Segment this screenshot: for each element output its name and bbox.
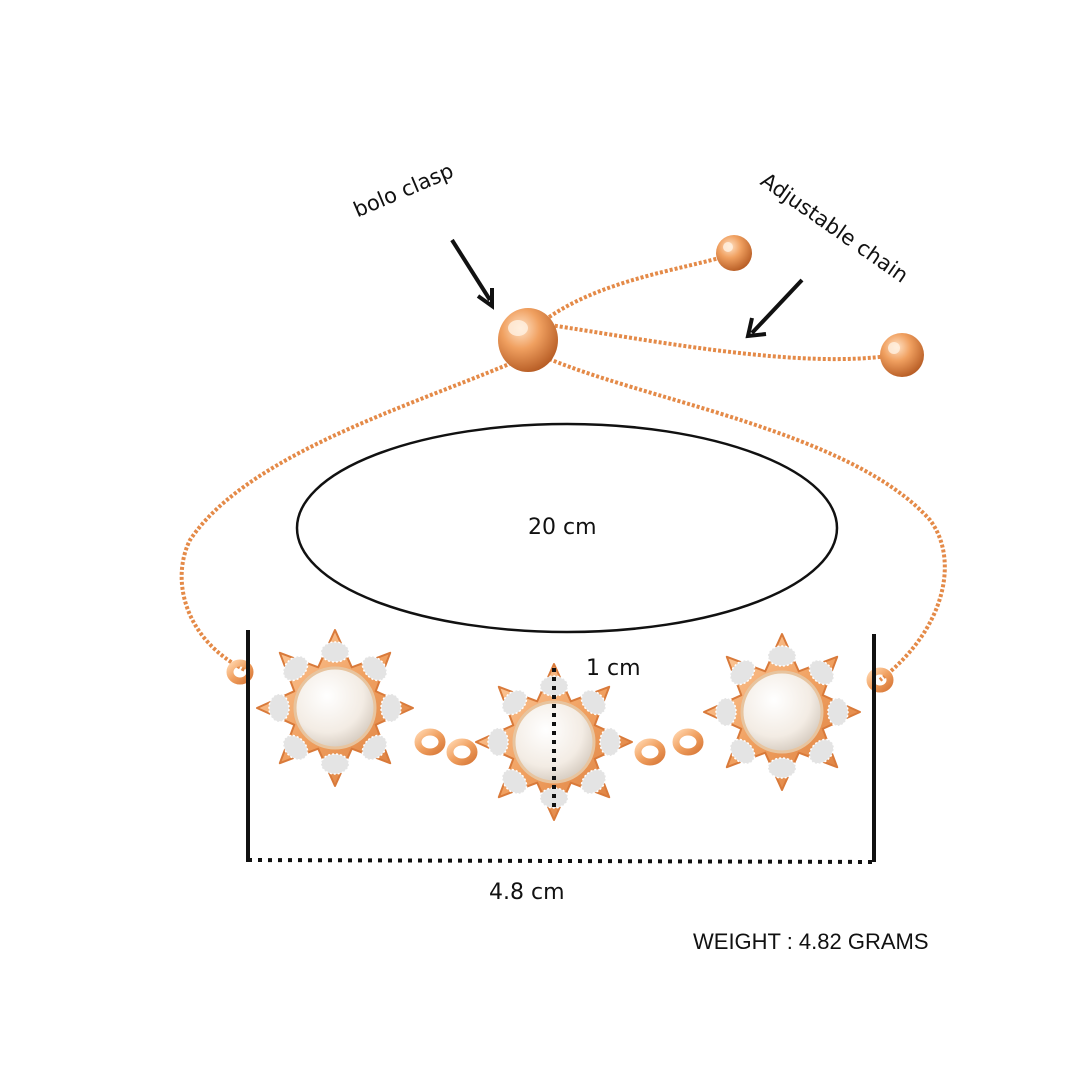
bolo-clasp-bead-icon — [498, 308, 558, 372]
arrow-icon — [450, 238, 494, 310]
arrow-icon — [745, 278, 804, 339]
chain-end-bead-icon — [880, 333, 924, 377]
chain-right-strand — [539, 353, 947, 682]
height-label: 1 cm — [586, 656, 641, 681]
width-dotted-line — [247, 858, 875, 864]
chain-tail-lower — [549, 323, 896, 362]
circumference-label: 20 cm — [528, 515, 597, 540]
chain-left-strand — [179, 353, 531, 672]
pearl-flower-charm-icon — [256, 629, 414, 787]
chain-tail-upper — [543, 253, 731, 322]
bracelet-chain — [179, 253, 947, 682]
charms — [256, 629, 861, 821]
width-label: 4.8 cm — [489, 880, 565, 905]
circumference-ellipse — [295, 422, 839, 634]
pearl-flower-charm-icon — [703, 633, 861, 791]
weight-label: WEIGHT : 4.82 GRAMS — [693, 929, 929, 954]
measurement-lines — [246, 630, 876, 864]
chain-end-bead-icon — [716, 235, 752, 271]
charm-connectors — [226, 659, 894, 766]
